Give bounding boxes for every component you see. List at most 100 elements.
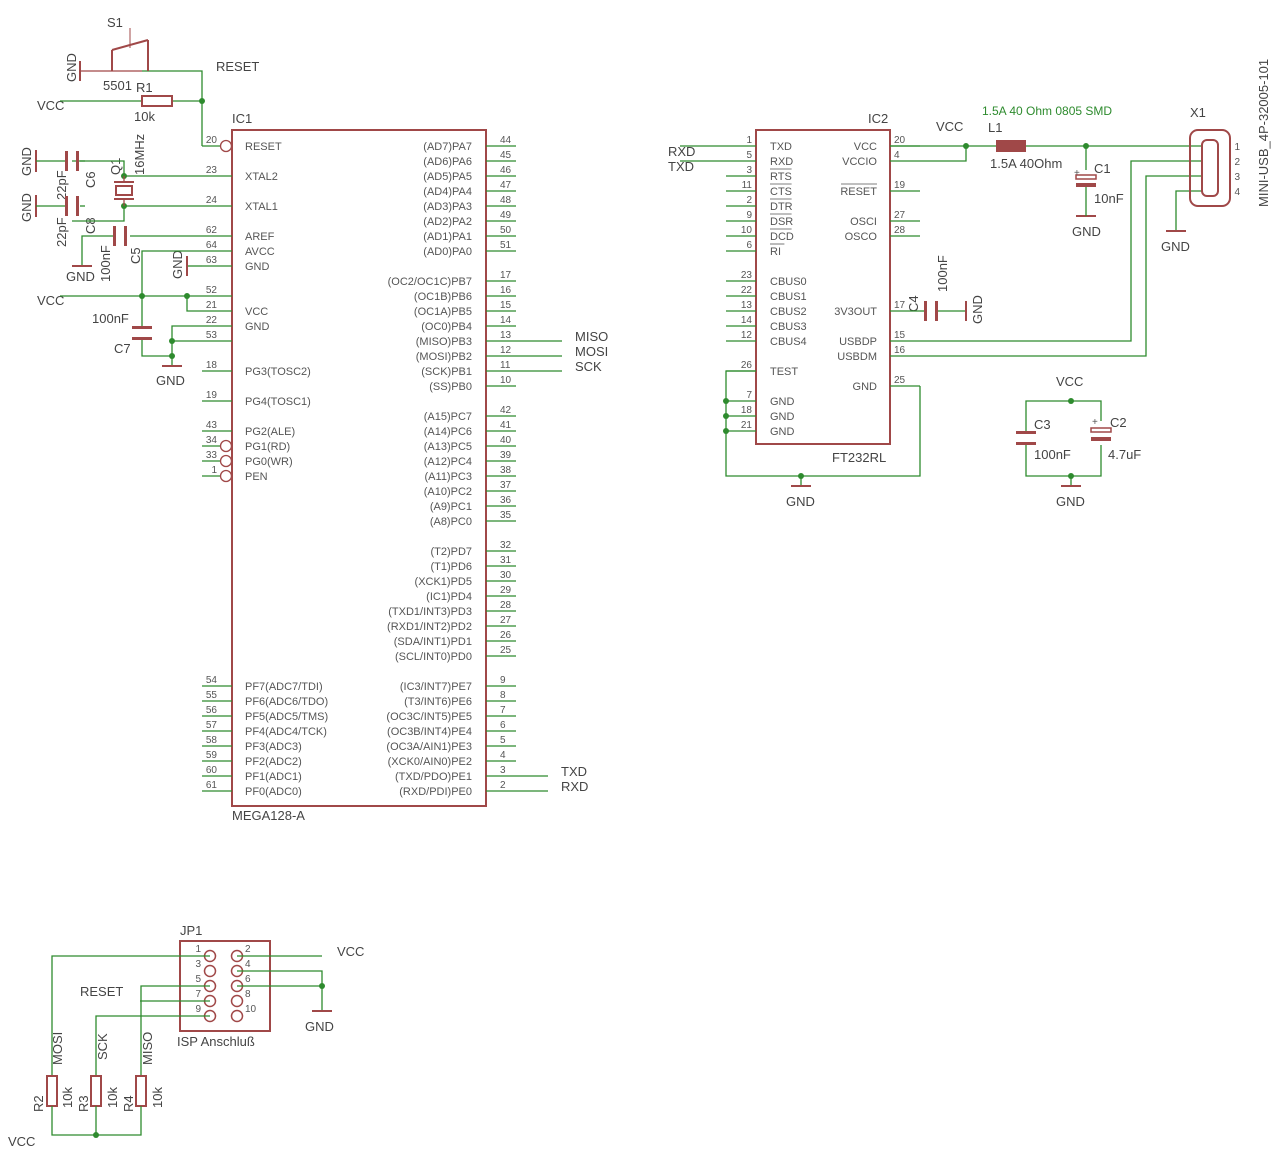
ic1-pin-number: 52 xyxy=(206,285,218,296)
ic1-pin-name: (OC3B/INT4)PE4 xyxy=(387,726,472,738)
capacitor-plate xyxy=(65,196,68,216)
jp1-pin-number: 4 xyxy=(245,959,251,970)
r4-value: 10k xyxy=(150,1087,165,1108)
c6-name: C6 xyxy=(83,171,98,188)
capacitor-plate xyxy=(924,301,927,321)
capacitor-plate xyxy=(132,326,152,329)
net-label-gnd: GND xyxy=(1161,239,1190,254)
c3-value: 100nF xyxy=(1034,447,1071,462)
ic1-pin-name: (AD5)PA5 xyxy=(423,171,472,183)
ic1-pin-number: 9 xyxy=(500,675,506,686)
net-label-vcc: VCC xyxy=(37,98,64,113)
c2-plate xyxy=(1091,437,1111,441)
r2-value: 10k xyxy=(60,1087,75,1108)
ic1-pin-number: 19 xyxy=(206,390,218,401)
c3-name: C3 xyxy=(1034,417,1051,432)
ic1-pin-number: 34 xyxy=(206,435,218,446)
ic2-pin-name: CBUS0 xyxy=(770,276,807,288)
ic1-pin-number: 49 xyxy=(500,210,512,221)
ic1-pin-number: 54 xyxy=(206,675,218,686)
ic2-pin-number: 14 xyxy=(741,315,753,326)
ic1-value: MEGA128-A xyxy=(232,808,305,823)
junction-dot xyxy=(169,353,175,359)
ic2-pin-name: OSCO xyxy=(845,231,878,243)
ic1-pin-name: (AD3)PA3 xyxy=(423,201,472,213)
ic2-pin-number: 1 xyxy=(746,135,752,146)
s1-value: 5501 xyxy=(103,78,132,93)
net-label-gnd: GND xyxy=(786,494,815,509)
ic2-pin-name: RXD xyxy=(770,156,793,168)
ic1-pin-number: 57 xyxy=(206,720,218,731)
ic1-pin-number: 41 xyxy=(500,420,512,431)
junction-dot xyxy=(199,98,205,104)
ic1-pin-number: 59 xyxy=(206,750,218,761)
ic1-pin-name: (SCL/INT0)PD0 xyxy=(395,651,472,663)
r4-name: R4 xyxy=(121,1095,136,1112)
ic2-pin-name: OSCI xyxy=(850,216,877,228)
q1-crystal xyxy=(115,185,133,196)
ic1-pin-number: 12 xyxy=(500,345,512,356)
ic1-pin-name: (OC3A/AIN1)PE3 xyxy=(386,741,472,753)
ic2-pin-number: 5 xyxy=(746,150,752,161)
ic1-pin-name: (RXD1/INT2)PD2 xyxy=(387,621,472,633)
c1-value: 10nF xyxy=(1094,191,1124,206)
jp1-pin-number: 8 xyxy=(245,989,251,1000)
net-label-gnd: GND xyxy=(66,269,95,284)
ic1-pin-number: 33 xyxy=(206,450,218,461)
r3-name: R3 xyxy=(76,1095,91,1112)
x1-name: X1 xyxy=(1190,105,1206,120)
ic1-pin-number: 13 xyxy=(500,330,512,341)
ic1-pin-number: 30 xyxy=(500,570,512,581)
ic2-pin-name: DTR xyxy=(770,201,793,213)
gnd-wire xyxy=(237,970,323,1011)
inverted-pin-bubble xyxy=(219,139,233,153)
ic1-pin-number: 60 xyxy=(206,765,218,776)
ic1-pin-number: 10 xyxy=(500,375,512,386)
ic1-pin-number: 5 xyxy=(500,735,506,746)
net-label-vcc: VCC xyxy=(1056,374,1083,389)
usbdp-wire xyxy=(920,160,1202,342)
ic1-pin-number: 42 xyxy=(500,405,512,416)
ic1-pin-number: 15 xyxy=(500,300,512,311)
ic2-pin-name: RESET xyxy=(840,186,877,198)
c3-c2-vcc-wire xyxy=(1025,400,1102,431)
ic1-pin-name: (SDA/INT1)PD1 xyxy=(394,636,472,648)
net-label-rxd: RXD xyxy=(668,144,695,159)
ic1-pin-name: (IC1)PD4 xyxy=(426,591,472,603)
ic2-pin-number: 23 xyxy=(741,270,753,281)
ic2-pin-name: VCCIO xyxy=(842,156,877,168)
ic1-pin-number: 17 xyxy=(500,270,512,281)
avcc-wire xyxy=(141,250,202,296)
capacitor-plate xyxy=(1016,442,1036,445)
ic1-pin-name: PG0(WR) xyxy=(245,456,293,468)
jp1-pin xyxy=(203,964,217,978)
ic2-pin-name: USBDM xyxy=(837,351,877,363)
junction-dot xyxy=(319,983,325,989)
ic2-pin-number: 27 xyxy=(894,210,906,221)
ic1-pin-name: PF7(ADC7/TDI) xyxy=(245,681,323,693)
c2-plate xyxy=(1090,427,1112,433)
ic1-pin-name: (IC3/INT7)PE7 xyxy=(400,681,472,693)
net-label-gnd: GND xyxy=(19,193,34,222)
ic1-pin-name: (A13)PC5 xyxy=(424,441,472,453)
ic1-pin-name: PF3(ADC3) xyxy=(245,741,302,753)
net-label-gnd: GND xyxy=(170,250,185,279)
jp1-pin-number: 9 xyxy=(195,1004,201,1015)
ic1-pin-name: XTAL1 xyxy=(245,201,278,213)
jp1-pin xyxy=(230,994,244,1008)
ic2-pin-number: 4 xyxy=(894,150,900,161)
ic2-pin-number: 11 xyxy=(742,180,753,191)
ic2-pin-number: 2 xyxy=(746,195,752,206)
ic1-pin-number: 25 xyxy=(500,645,512,656)
jp1-pin-number: 7 xyxy=(195,989,201,1000)
ic1-pin-name: PF4(ADC4/TCK) xyxy=(245,726,327,738)
net-label-gnd: GND xyxy=(1056,494,1085,509)
net-label-rxd: RXD xyxy=(561,779,588,794)
ic1-pin-name: (A9)PC1 xyxy=(430,501,472,513)
ic1-pin-number: 40 xyxy=(500,435,512,446)
c2-value: 4.7uF xyxy=(1108,447,1141,462)
ic1-pin-name: PF1(ADC1) xyxy=(245,771,302,783)
c1-name: C1 xyxy=(1094,161,1111,176)
c5-name: C5 xyxy=(128,247,143,264)
